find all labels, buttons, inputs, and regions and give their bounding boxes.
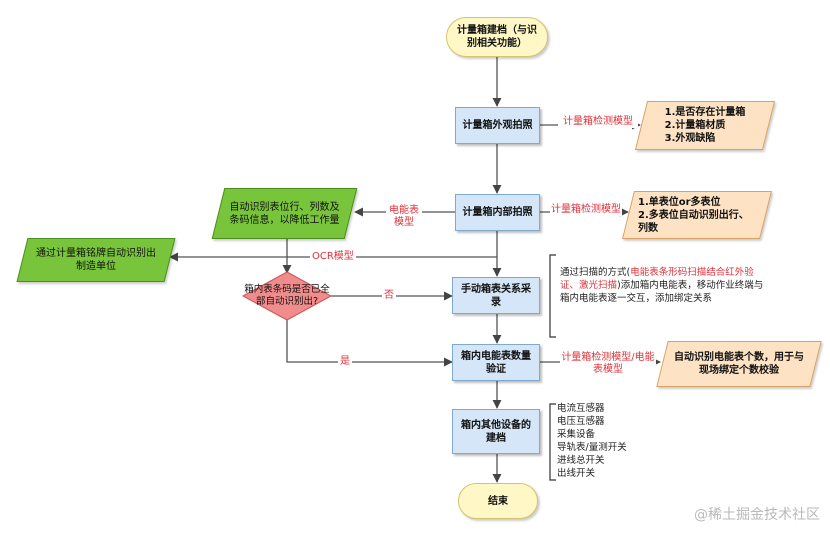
outer-result-output: 1.是否存在计量箱 2.计量箱材质 3.外观缺陷 — [634, 101, 776, 150]
start-node-label: 计量箱建档（与识别相关功能） — [457, 25, 537, 49]
meter-info-text: 自动识别表位行、列数及条码信息，以降低工作量 — [229, 201, 340, 226]
photo-inner-node: 计量箱内部拍照 — [455, 194, 540, 231]
verify-result-text: 自动识别电能表个数，用于与现场绑定个数校验 — [674, 352, 804, 376]
edge-label-model-outer: 计量箱检测模型 — [558, 116, 638, 128]
manual-record-label: 手动箱表关系采录 — [461, 283, 531, 308]
verify-label: 箱内电能表数量验证 — [461, 350, 531, 375]
decision-diamond — [241, 271, 333, 321]
device-item: 电压互感器 — [557, 416, 605, 427]
nameplate-output: 通过计量箱铭牌自动识别出制造单位 — [16, 238, 176, 282]
verify-node: 箱内电能表数量验证 — [452, 344, 540, 381]
device-item: 采集设备 — [557, 429, 596, 440]
outer-result-line-3: 3.外观缺陷 — [664, 133, 716, 144]
edge-label-model-inner: 计量箱检测模型 — [550, 204, 622, 216]
outer-result-line-1: 1.是否存在计量箱 — [664, 107, 746, 118]
start-node: 计量箱建档（与识别相关功能） — [446, 17, 548, 57]
inner-result-output: 1.单表位or多表位 2.多表位自动识别出行、列数 — [622, 191, 772, 239]
end-node-label: 结束 — [488, 495, 508, 507]
end-node: 结束 — [458, 483, 538, 519]
edge-label-model-verify: 计量箱检测模型/电能表模型 — [560, 352, 656, 376]
other-devices-node: 箱内其他设备的建档 — [452, 409, 540, 454]
other-devices-label: 箱内其他设备的建档 — [461, 419, 531, 444]
nameplate-text: 通过计量箱铭牌自动识别出制造单位 — [36, 248, 156, 272]
photo-inner-label: 计量箱内部拍照 — [462, 207, 533, 218]
scan-note-highlight: 电能表条形码扫描结合红外验证、激光扫描 — [560, 267, 754, 291]
inner-result-line-1: 1.单表位or多表位 — [638, 196, 721, 208]
edge-decision-yes — [286, 320, 453, 367]
photo-outer-node: 计量箱外观拍照 — [455, 107, 540, 144]
edge-label-yes: 是 — [338, 356, 352, 368]
device-item: 进线总开关 — [557, 455, 605, 466]
device-item: 导轨表/量测开关 — [557, 442, 627, 453]
scan-note-prefix: 通过扫描的方式( — [560, 267, 631, 278]
edge-label-no: 否 — [382, 290, 396, 302]
scan-note: 通过扫描的方式(电能表条形码扫描结合红外验证、激光扫描)添加箱内电能表，移动作业… — [560, 266, 770, 305]
decision-text: 箱内表条码是否已全部自动识别出? — [244, 284, 330, 307]
verify-result-output: 自动识别电能表个数，用于与现场绑定个数校验 — [656, 341, 822, 387]
device-item: 电流互感器 — [557, 403, 605, 414]
devices-note-bracket — [549, 403, 556, 481]
devices-note: 电流互感器 电压互感器 采集设备 导轨表/量测开关 进线总开关 出线开关 — [557, 402, 677, 480]
outer-result-line-2: 2.计量箱材质 — [664, 120, 726, 131]
photo-outer-label: 计量箱外观拍照 — [462, 120, 533, 131]
scan-note-bracket — [549, 254, 556, 338]
watermark-text: @稀土掘金技术社区 — [694, 507, 820, 523]
decision-label: 箱内表条码是否已全部自动识别出? — [240, 273, 334, 319]
edge-label-ocr: OCR模型 — [310, 251, 356, 263]
meter-info-output: 自动识别表位行、列数及条码信息，以降低工作量 — [211, 188, 358, 239]
manual-record-node: 手动箱表关系采录 — [452, 277, 540, 314]
inner-result-line-2: 2.多表位自动识别出行、列数 — [638, 209, 749, 234]
edge-label-model-meter: 电能表模型 — [386, 205, 422, 229]
scan-note-suffix: )添加箱内电能表，移动作业终端与箱内电能表逐一交互，添加绑定关系 — [560, 280, 764, 304]
device-item: 出线开关 — [557, 468, 596, 479]
